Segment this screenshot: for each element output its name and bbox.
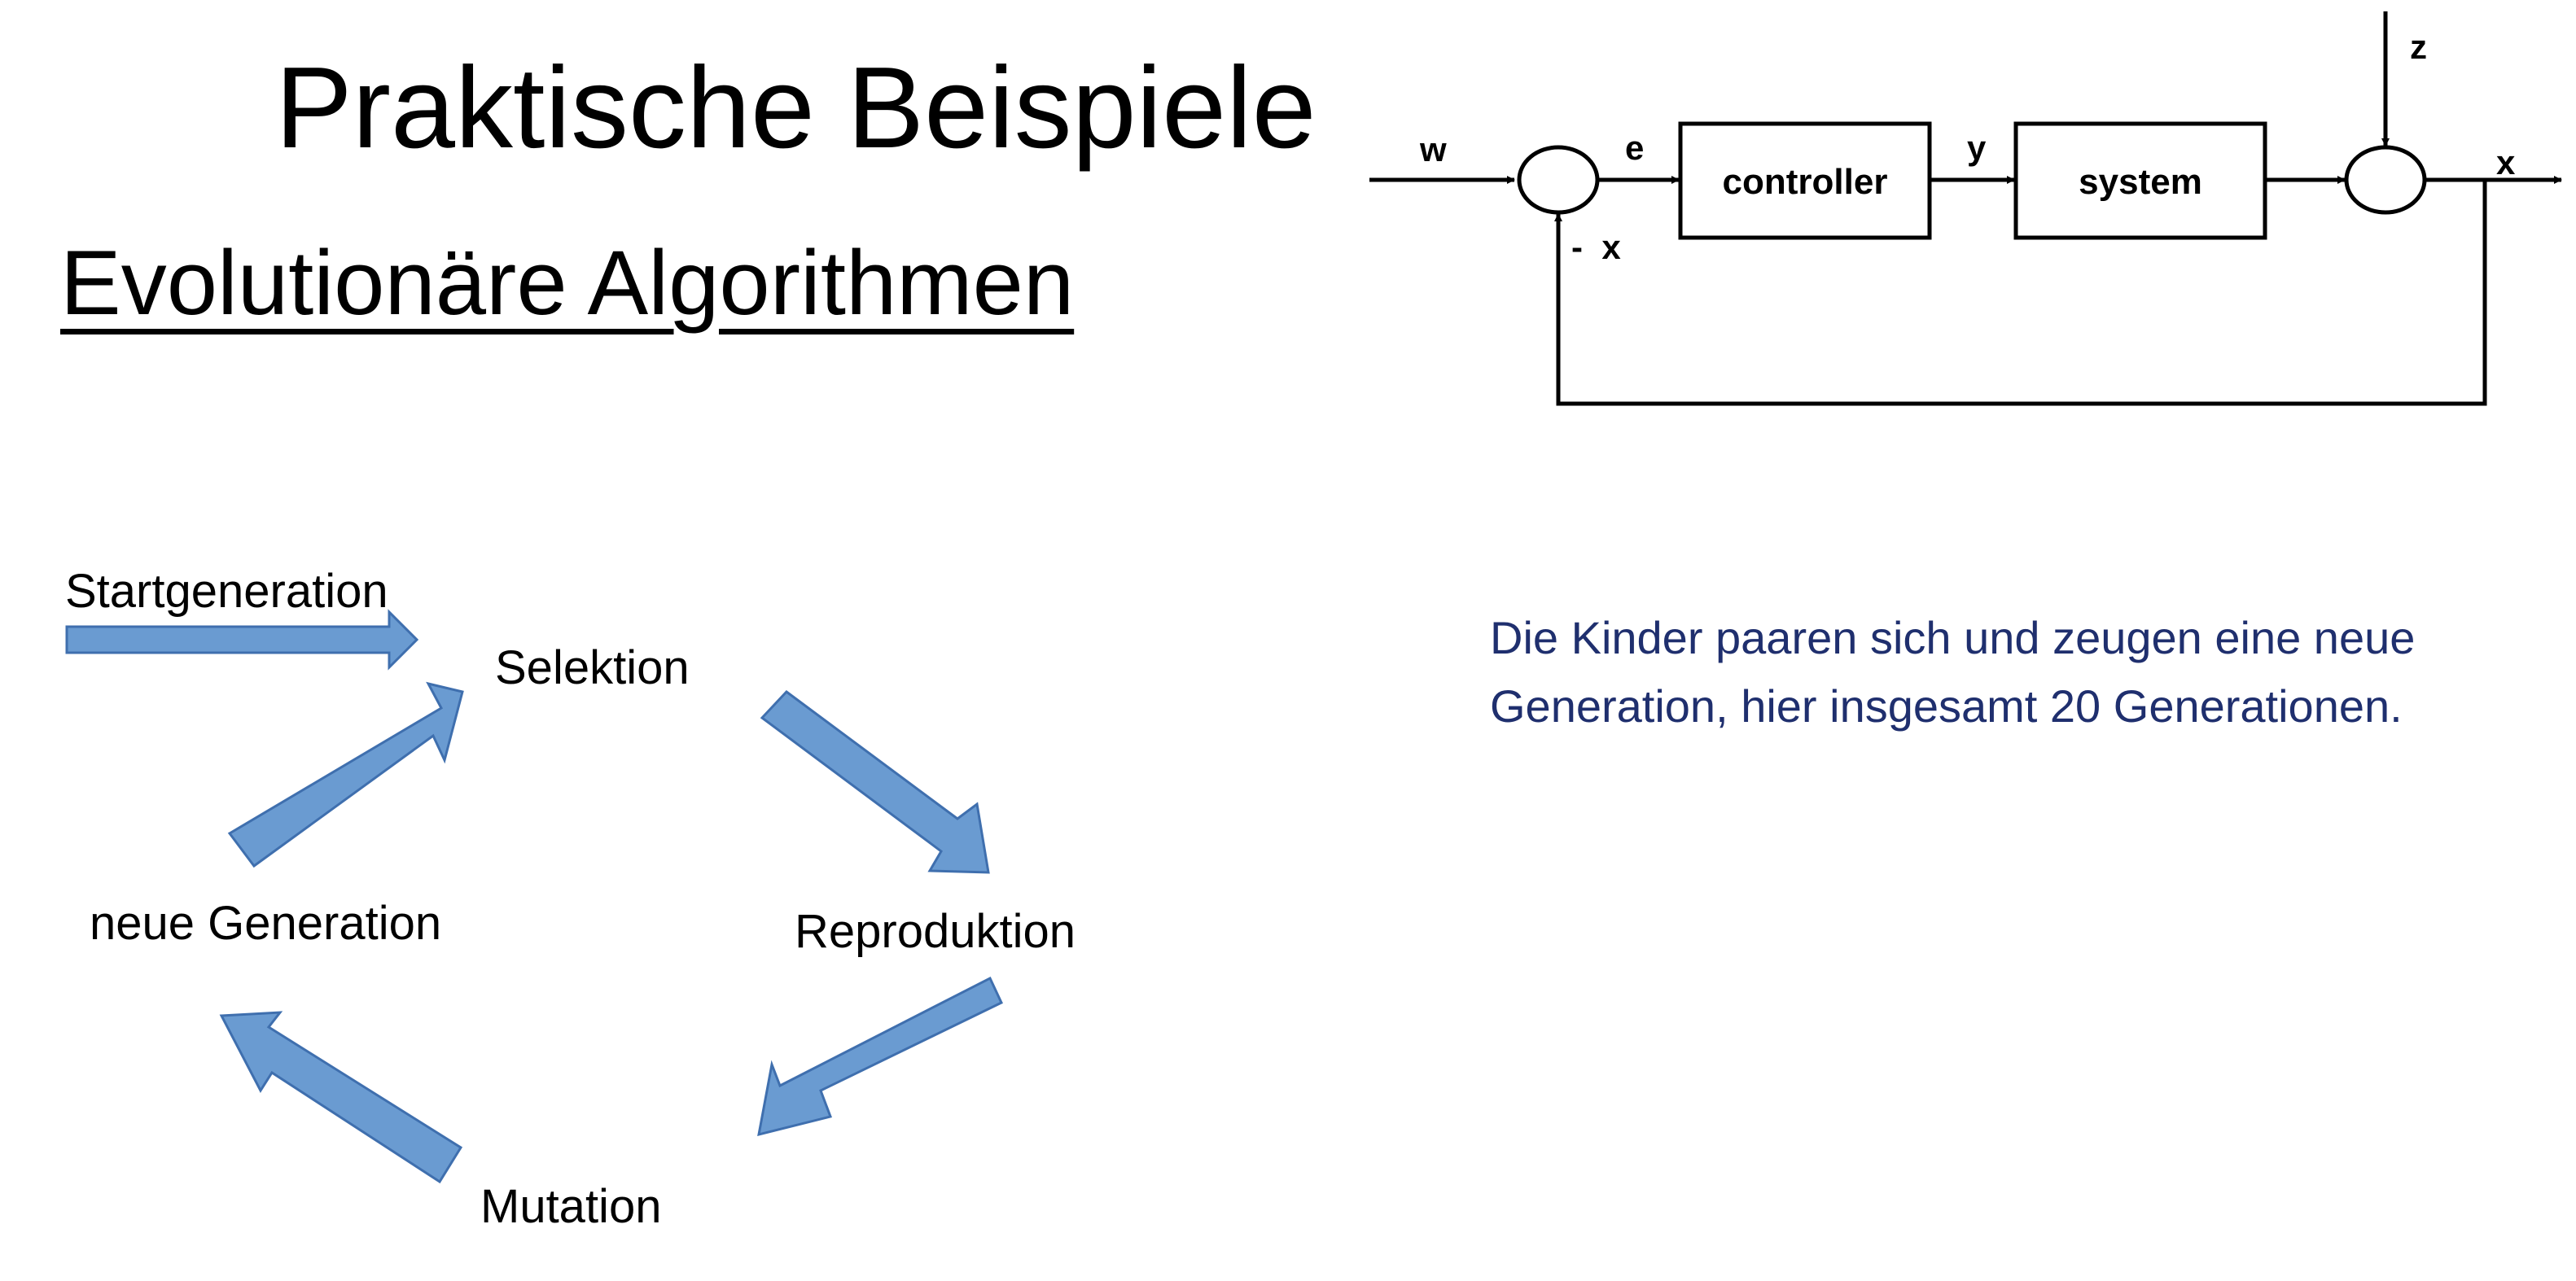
arrow-selection-to-reproduction bbox=[760, 689, 990, 874]
feedback-label: - x bbox=[1571, 228, 1621, 266]
arrow-mutation-to-newgen bbox=[219, 1011, 463, 1184]
note-line-1: Die Kinder paaren sich und zeugen eine n… bbox=[1490, 612, 2416, 663]
label-mutation: Mutation bbox=[480, 1180, 662, 1233]
system-label: system bbox=[2079, 162, 2202, 202]
controller-label: controller bbox=[1723, 162, 1888, 202]
summing-junction-1 bbox=[1517, 145, 1600, 215]
summing-junction-2 bbox=[2344, 145, 2427, 215]
page-subtitle: Evolutionäre Algorithmen bbox=[60, 232, 1075, 334]
explanation-note: Die Kinder paaren sich und zeugen eine n… bbox=[1490, 604, 2415, 741]
control-loop-diagram bbox=[1369, 11, 2562, 406]
note-line-2: Generation, hier insgesamt 20 Generation… bbox=[1490, 680, 2403, 732]
label-startgeneration: Startgeneration bbox=[65, 565, 388, 618]
arrow-reproduction-to-mutation bbox=[757, 976, 1003, 1137]
arrow-newgen-to-selection bbox=[227, 681, 464, 868]
arrow-start-to-selection bbox=[65, 609, 419, 671]
result-label: x bbox=[2496, 143, 2516, 181]
page-title: Praktische Beispiele bbox=[275, 43, 1316, 173]
controller-output-label: y bbox=[1967, 129, 1987, 167]
error-label: e bbox=[1625, 129, 1644, 167]
input-label: w bbox=[1419, 130, 1447, 168]
label-selektion: Selektion bbox=[495, 641, 690, 694]
label-reproduktion: Reproduktion bbox=[795, 905, 1076, 958]
disturbance-label: z bbox=[2410, 28, 2427, 66]
label-neue-generation: neue Generation bbox=[90, 897, 442, 950]
cycle-arrows bbox=[65, 609, 1003, 1184]
feedback-path bbox=[1554, 180, 2487, 406]
control-loop-labels: w e controller y system z x - x bbox=[1419, 28, 2516, 266]
